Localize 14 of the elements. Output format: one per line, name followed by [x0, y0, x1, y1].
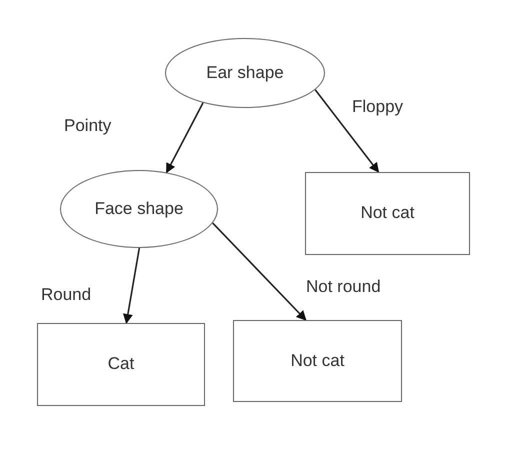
- edge-label: Pointy: [62, 116, 114, 136]
- leaf-box: [37, 323, 205, 406]
- leaf-box: [305, 172, 470, 255]
- node-label: Face shape: [94, 198, 184, 220]
- node-label: Not cat: [360, 202, 414, 224]
- node-label: Ear shape: [206, 62, 284, 84]
- arrow: [122, 248, 140, 324]
- node-label: Not cat: [290, 350, 344, 372]
- node-label: Cat: [108, 353, 134, 376]
- edge-label: Floppy: [350, 97, 406, 117]
- arrow: [212, 222, 306, 321]
- arrow: [314, 89, 380, 173]
- arrow: [166, 102, 204, 174]
- leaf-box: [233, 320, 402, 402]
